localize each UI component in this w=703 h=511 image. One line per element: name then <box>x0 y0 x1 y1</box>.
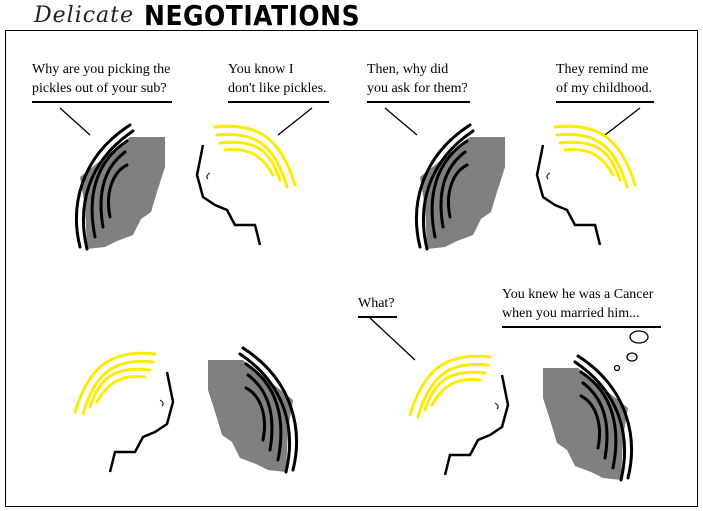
speech-bubble-3: Then, why did you ask for them? <box>367 60 470 103</box>
speech-line: you ask for them? <box>367 81 468 96</box>
speech-line: Then, why did <box>367 62 449 77</box>
speech-line: You know I <box>228 62 294 77</box>
speech-line: when you married him... <box>502 306 640 321</box>
comic-title: Delicate NEGOTIATIONS <box>34 0 361 31</box>
speech-line: They remind me <box>556 62 649 77</box>
title-bold: NEGOTIATIONS <box>144 0 361 31</box>
speech-line: Why are you picking the <box>32 62 171 77</box>
speech-line: don't like pickles. <box>228 81 327 96</box>
speech-line: You knew he was a Cancer <box>502 287 654 302</box>
speech-bubble-6: You knew he was a Cancer when you marrie… <box>502 285 662 328</box>
speaker-lines <box>59 107 641 361</box>
thought-bubbles <box>613 330 649 372</box>
speech-line: What? <box>358 296 395 311</box>
comic-frame <box>5 30 698 507</box>
speech-bubble-1: Why are you picking the pickles out of y… <box>32 60 173 103</box>
speech-line: pickles out of your sub? <box>32 81 167 96</box>
speech-bubble-2: You know I don't like pickles. <box>228 60 329 103</box>
title-script: Delicate <box>34 2 135 28</box>
speech-line: of my childhood. <box>556 81 653 96</box>
speech-bubble-5: What? <box>358 294 397 318</box>
speech-bubble-4: They remind me of my childhood. <box>556 60 655 103</box>
